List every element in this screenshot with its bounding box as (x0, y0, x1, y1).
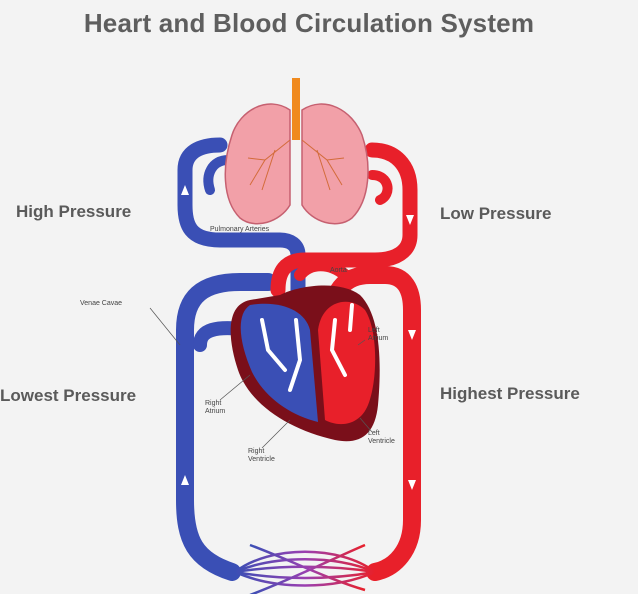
arrow-down-right-2 (408, 480, 416, 490)
label-highest-pressure: Highest Pressure (440, 384, 580, 403)
heart (230, 285, 380, 442)
label-pulmonary-arteries: Pulmonary Arteries (210, 226, 270, 233)
arrow-up-pulmonary (181, 185, 189, 195)
label-left-ventricle: Left Ventricle (368, 430, 395, 446)
diagram-title: Heart and Blood Circulation System (83, 8, 535, 38)
vessel-arrows (181, 185, 416, 490)
capillary-bed (234, 543, 376, 594)
leader-lines (149, 307, 373, 449)
trachea (292, 78, 300, 140)
label-left-atrium-line1: Left (368, 327, 380, 334)
label-right-ventricle: Right Ventricle (248, 448, 275, 464)
arrow-down-right (408, 330, 416, 340)
lungs (224, 78, 369, 225)
label-left-atrium-line2: Atrium (368, 335, 389, 342)
heart-flow-arrows (260, 303, 354, 392)
label-left-atrium: Left Atrium (368, 327, 388, 343)
aorta-upper-branch (294, 259, 351, 281)
label-aorta: Aorta (330, 267, 347, 274)
label-low-pressure: Low Pressure (440, 204, 552, 223)
pulmonary-artery-branch (203, 155, 233, 195)
label-right-atrium: Right Atrium (205, 400, 225, 416)
left-lung (224, 103, 291, 225)
label-left-ventricle-line2: Ventricle (368, 438, 395, 445)
pulmonary-artery (177, 137, 306, 303)
blue-vessels (176, 137, 306, 581)
pulmonary-vein (270, 142, 418, 298)
bronchi (247, 139, 345, 191)
label-right-atrium-line1: Right (205, 400, 222, 407)
label-right-ventricle-line2: Ventricle (248, 456, 275, 463)
label-venae-cavae: Venae Cavae (80, 300, 123, 307)
arrow-down-pulmonary (406, 215, 414, 225)
inferior-vena-cava-loop (176, 273, 277, 581)
label-high-pressure: High Pressure (16, 202, 132, 221)
right-lung (301, 103, 369, 225)
label-right-ventricle-line1: Right (248, 448, 265, 455)
label-right-atrium-line2: Atrium (205, 408, 226, 415)
pulmonary-vein-branch (367, 170, 393, 205)
label-left-ventricle-line1: Left (368, 430, 380, 437)
left-heart-chambers (318, 301, 376, 425)
arrow-up-left (181, 475, 189, 485)
label-lowest-pressure: Lowest Pressure (0, 386, 137, 405)
